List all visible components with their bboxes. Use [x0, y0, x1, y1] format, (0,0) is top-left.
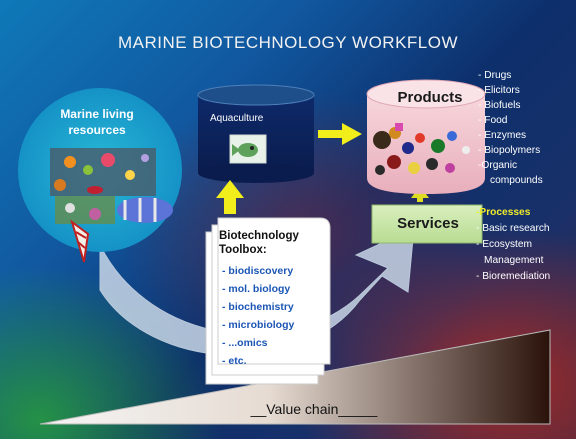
aquaculture-tank	[197, 84, 315, 183]
toolbox-title: Biotechnology Toolbox:	[219, 229, 299, 257]
flow-arrow	[99, 227, 415, 356]
products-item: - Enzymes	[478, 130, 527, 141]
services-label: Services	[397, 215, 459, 232]
products-item: - Biopolymers	[478, 145, 541, 156]
toolbox-item: - etc.	[222, 355, 247, 367]
marine-resources-label: Marine living resources	[60, 107, 134, 137]
products-label: Products	[397, 89, 463, 106]
toolbox-item: - microbiology	[222, 319, 295, 331]
diagram-title: MARINE BIOTECHNOLOGY WORKFLOW	[117, 33, 459, 52]
toolbox-item: - biodiscovery	[222, 265, 294, 277]
value-chain-label: __Value chain_____	[250, 401, 378, 417]
services-item: Management	[484, 255, 544, 266]
arrow-up	[216, 180, 244, 214]
toolbox-title-line: Toolbox:	[219, 244, 267, 256]
products-item: - Food	[478, 115, 508, 126]
services-item: - Basic research	[476, 223, 550, 234]
toolbox-item: - biochemistry	[222, 301, 294, 313]
products-item: - Elicitors	[478, 85, 520, 96]
toolbox-stack	[205, 217, 331, 385]
arrow-vertical	[411, 186, 429, 202]
services-item: - Ecosystem	[476, 239, 533, 250]
toolbox-item: - ...omics	[222, 337, 268, 349]
services-item: -Processes	[476, 207, 531, 218]
arrow-right	[318, 123, 362, 145]
products-container	[366, 79, 486, 194]
products-item: - Biofuels	[478, 100, 521, 111]
services-box	[371, 204, 483, 244]
products-item: -Organic	[478, 160, 518, 171]
marine-resources-circle	[18, 88, 182, 263]
products-item: - Drugs	[478, 70, 512, 81]
aquaculture-label: Aquaculture	[210, 113, 264, 124]
toolbox-item: - mol. biology	[222, 283, 291, 295]
products-item: compounds	[490, 175, 543, 186]
services-item: - Bioremediation	[476, 271, 551, 282]
toolbox-title-line: Biotechnology	[219, 230, 299, 242]
